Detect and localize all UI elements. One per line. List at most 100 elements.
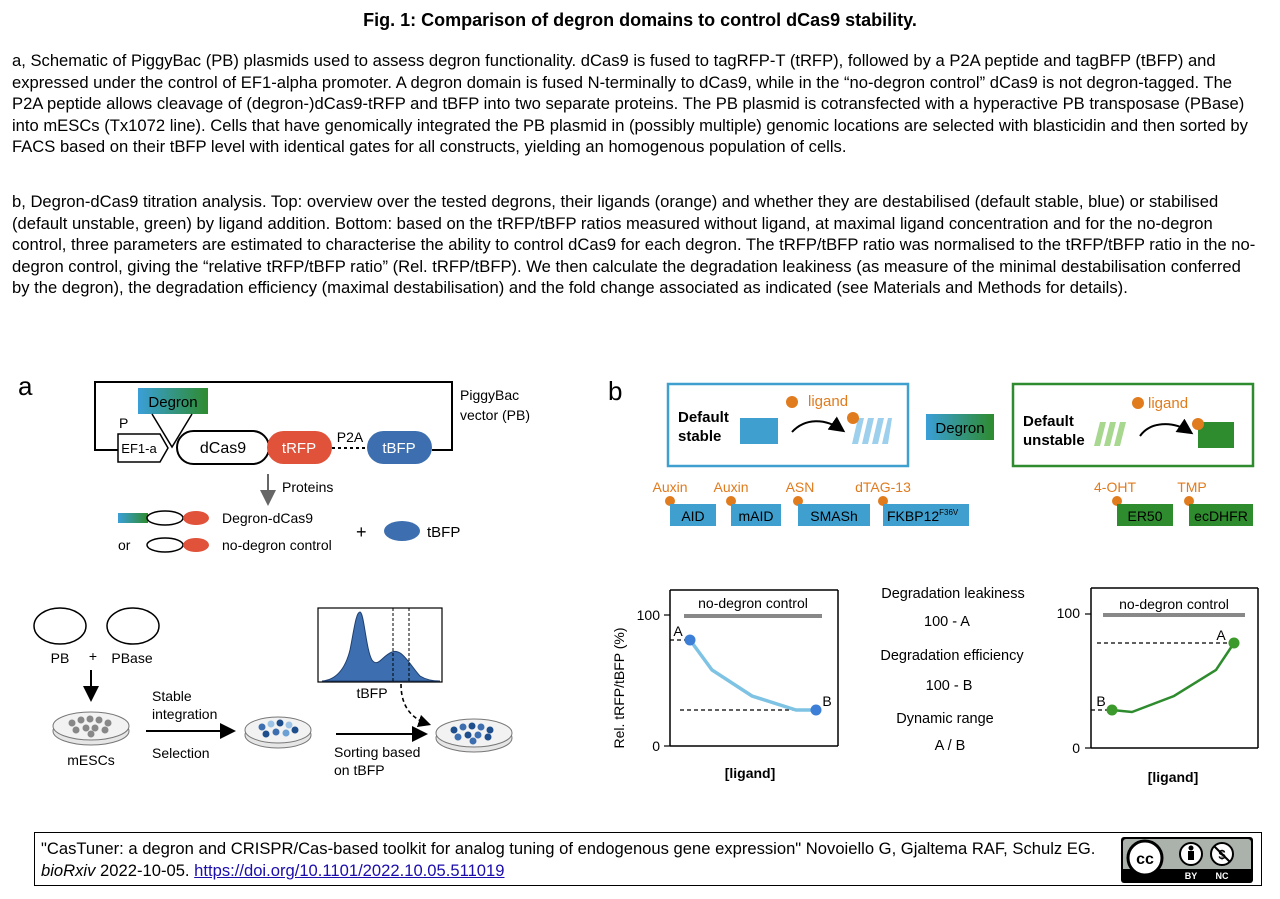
p2a-label: P2A	[337, 429, 364, 445]
degraded-stable-block	[852, 418, 892, 444]
trfp-small-2	[183, 538, 209, 552]
degron-ecdhfr-label: ecDHFR	[1194, 508, 1248, 524]
sorting-label-2: on tBFP	[334, 762, 385, 778]
ligand-dot-maid	[726, 496, 736, 506]
stable-integration-2: integration	[152, 706, 217, 722]
dcas9-small-2	[146, 537, 184, 553]
citation-box: "CasTuner: a degron and CRISPR/Cas-based…	[34, 832, 1262, 886]
ligand-dot-1	[786, 396, 798, 408]
param-efficiency-formula: 100 - B	[926, 678, 973, 694]
promoter-label: EF1-a	[121, 441, 157, 456]
promoter-p-label: P	[119, 415, 128, 431]
legend-paragraph-b: b, Degron-dCas9 titration analysis. Top:…	[12, 192, 1256, 297]
ligand-dot-2b	[1192, 418, 1204, 430]
degraded-unstable-block	[1094, 422, 1126, 446]
default-unstable-label-2: unstable	[1023, 432, 1085, 449]
nc-label: NC	[1216, 871, 1229, 881]
selection-label: Selection	[152, 745, 210, 761]
ligand-tmp: TMP	[1177, 479, 1207, 495]
curve-unstable	[1111, 642, 1236, 714]
stable-degron-block	[740, 418, 778, 444]
citation-text: "CasTuner: a degron and CRISPR/Cas-based…	[41, 839, 1096, 858]
proteins-label: Proteins	[282, 479, 333, 495]
default-unstable-label-1: Default	[1023, 413, 1074, 430]
cc-icon	[1126, 839, 1164, 877]
panel-a-letter: a	[18, 371, 33, 401]
tick-0-left: 0	[652, 738, 660, 754]
point-a-right	[1228, 637, 1240, 649]
ligand-asn: ASN	[786, 479, 815, 495]
degron-aid	[670, 504, 716, 526]
tick-100-right: 100	[1057, 605, 1081, 621]
plus-sign-2: +	[89, 648, 97, 664]
tbfp-protein-label: tBFP	[427, 524, 460, 541]
sorting-label-1: Sorting based	[334, 744, 420, 760]
ligand-dot-2	[1132, 397, 1144, 409]
degron-aid-label: AID	[681, 508, 704, 524]
figure-panels: a PiggyBac vector (PB) Degron P EF1-a dC…	[0, 350, 1280, 830]
tick-100-left: 100	[637, 607, 661, 623]
param-efficiency: Degradation efficiency	[880, 648, 1024, 664]
citation-doi-link[interactable]: https://doi.org/10.1101/2022.10.05.51101…	[194, 861, 505, 880]
pbase-label: PBase	[111, 650, 152, 666]
degron-stable-row: Auxin AID Auxin mAID ASN SMASh dTAG-13 F…	[652, 479, 969, 526]
pbase-plasmid	[106, 607, 160, 645]
ligand-dot-smash	[793, 496, 803, 506]
xlabel-left: [ligand]	[725, 765, 776, 781]
petri-dish-selected	[244, 716, 312, 749]
cc-license-badge[interactable]: cc $ BY NC	[1121, 837, 1253, 883]
degron-maid	[731, 504, 781, 526]
degron-ecdhfr	[1189, 504, 1253, 526]
ylabel-left: Rel. tRFP/tBFP (%)	[611, 627, 627, 748]
degron-unstable-row: 4-OHT ER50 TMP ecDHFR	[1094, 479, 1253, 526]
ligand-dot-fkbp	[878, 496, 888, 506]
ligand-dtag: dTAG-13	[855, 479, 911, 495]
degron-insert-lines	[151, 413, 193, 449]
ligand-dot-er50	[1112, 496, 1122, 506]
ligand-dot-aid	[665, 496, 675, 506]
promoter-arrow	[117, 433, 169, 463]
gate-arrow	[400, 683, 432, 728]
default-stable-label-1: Default	[678, 409, 729, 426]
mescs-label: mESCs	[67, 752, 114, 768]
panel-a: a PiggyBac vector (PB) Degron P EF1-a dC…	[18, 371, 530, 778]
degron-smash-label: SMASh	[810, 508, 857, 524]
param-dynamic-range-formula: A / B	[935, 738, 966, 754]
trfp-shape	[267, 431, 332, 464]
degron-smash	[798, 504, 870, 526]
ligand-label-2: ligand	[1148, 395, 1188, 412]
degron-maid-label: mAID	[739, 508, 774, 524]
trfp-small	[183, 511, 209, 525]
control-label-right: no-degron control	[1119, 596, 1229, 612]
petri-dish-sorted	[435, 718, 513, 753]
schematic-plot-stable: Rel. tRFP/tBFP (%) 100 0 no-degron contr…	[611, 589, 839, 781]
pb-label: PB	[51, 650, 70, 666]
tbfp-shape	[367, 431, 432, 464]
ligand-dot-1b	[847, 412, 859, 424]
no-degron-label: no-degron control	[222, 537, 332, 553]
petri-dish-mescs	[52, 711, 130, 746]
degron-er50-label: ER50	[1127, 508, 1162, 524]
degron-fkbp-label: FKBP12F36V	[887, 508, 959, 524]
param-dynamic-range: Dynamic range	[896, 711, 994, 727]
facs-histogram	[317, 607, 443, 683]
vector-label-1: PiggyBac	[460, 387, 519, 403]
dcas9-label: dCas9	[200, 440, 246, 457]
degron-tag-small	[118, 513, 148, 523]
point-b-label-right: B	[1096, 693, 1105, 709]
point-b-label-left: B	[822, 693, 831, 709]
curve-stable	[688, 638, 816, 712]
vector-loop	[94, 381, 453, 451]
schematic-plot-unstable: 100 0 no-degron control B A [ligand]	[1057, 587, 1259, 785]
panel-b-letter: b	[608, 376, 622, 406]
point-a-label-left: A	[673, 623, 683, 639]
degron-legend-label: Degron	[935, 420, 984, 437]
point-a-label-right: A	[1216, 627, 1226, 643]
dcas9-small	[146, 510, 184, 526]
panel-b: b Default stable ligand Degron Default u…	[608, 376, 1259, 785]
histogram-label: tBFP	[356, 685, 387, 701]
degron-er50	[1117, 504, 1173, 526]
citation-date: 2022-10-05.	[100, 861, 190, 880]
degron-legend-box	[926, 414, 994, 440]
tbfp-protein-shape	[384, 521, 420, 541]
